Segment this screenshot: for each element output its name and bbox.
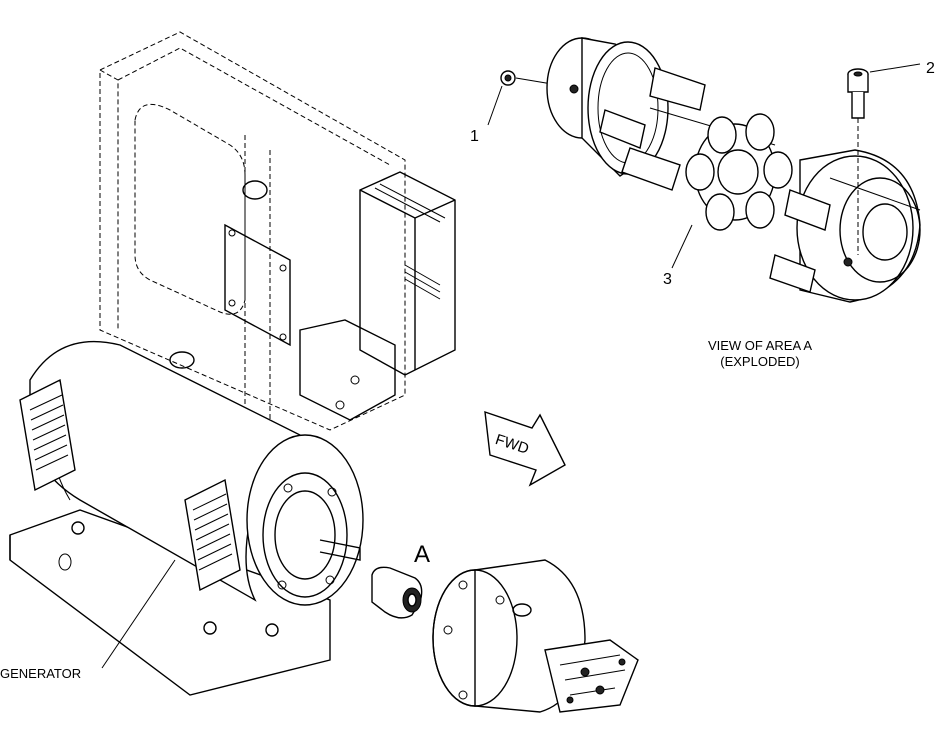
cap-screw-part-2 [847,63,921,255]
generator-leader-line [101,559,176,669]
generator-assembly [9,340,364,696]
area-a-label: A [414,541,430,568]
callout-1: 1 [470,128,479,145]
hydraulic-motor [432,559,639,713]
spider-insert-part-3 [671,113,793,269]
view-title-line2: (EXPLODED) [720,354,799,369]
fwd-arrow: FWD [484,410,566,487]
view-title-line1: VIEW OF AREA A [708,338,812,353]
control-box [99,31,456,431]
coupling-area-a [371,566,423,619]
exploded-view [487,37,921,303]
left-coupling-hub [546,37,776,191]
generator-fins-front [192,493,233,571]
callout-3: 3 [663,271,672,288]
right-coupling-hub [769,149,921,303]
set-screw-part-1 [487,70,571,126]
generator-label: GENERATOR [0,666,81,681]
generator-fins-left [29,394,69,471]
callout-2: 2 [926,60,935,77]
